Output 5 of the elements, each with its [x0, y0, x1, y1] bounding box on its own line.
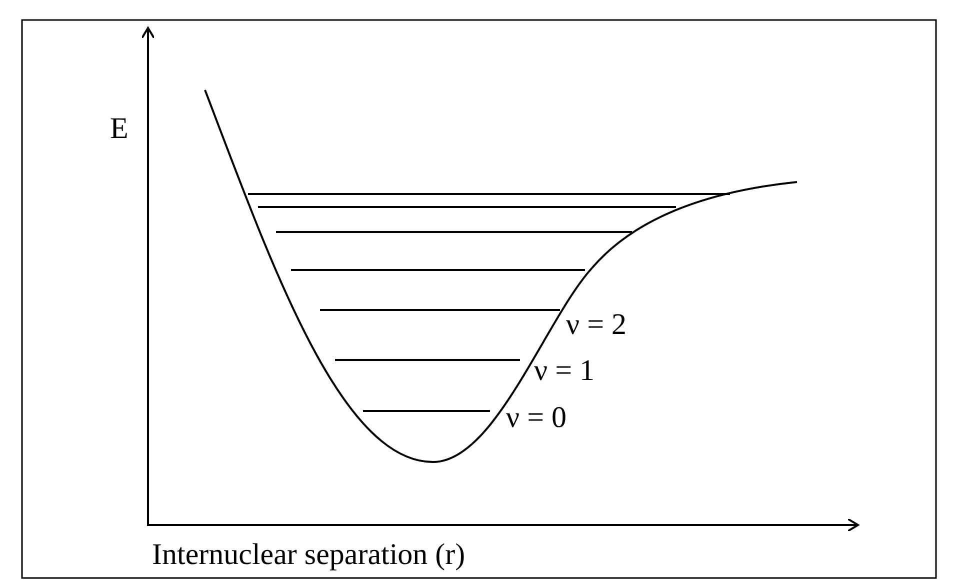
level-label: ν = 0 [506, 403, 566, 433]
axis-label: E [110, 114, 128, 144]
axis-label: Internuclear separation (r) [152, 540, 466, 570]
level-label: ν = 2 [566, 310, 626, 340]
level-label: ν = 1 [534, 356, 594, 386]
